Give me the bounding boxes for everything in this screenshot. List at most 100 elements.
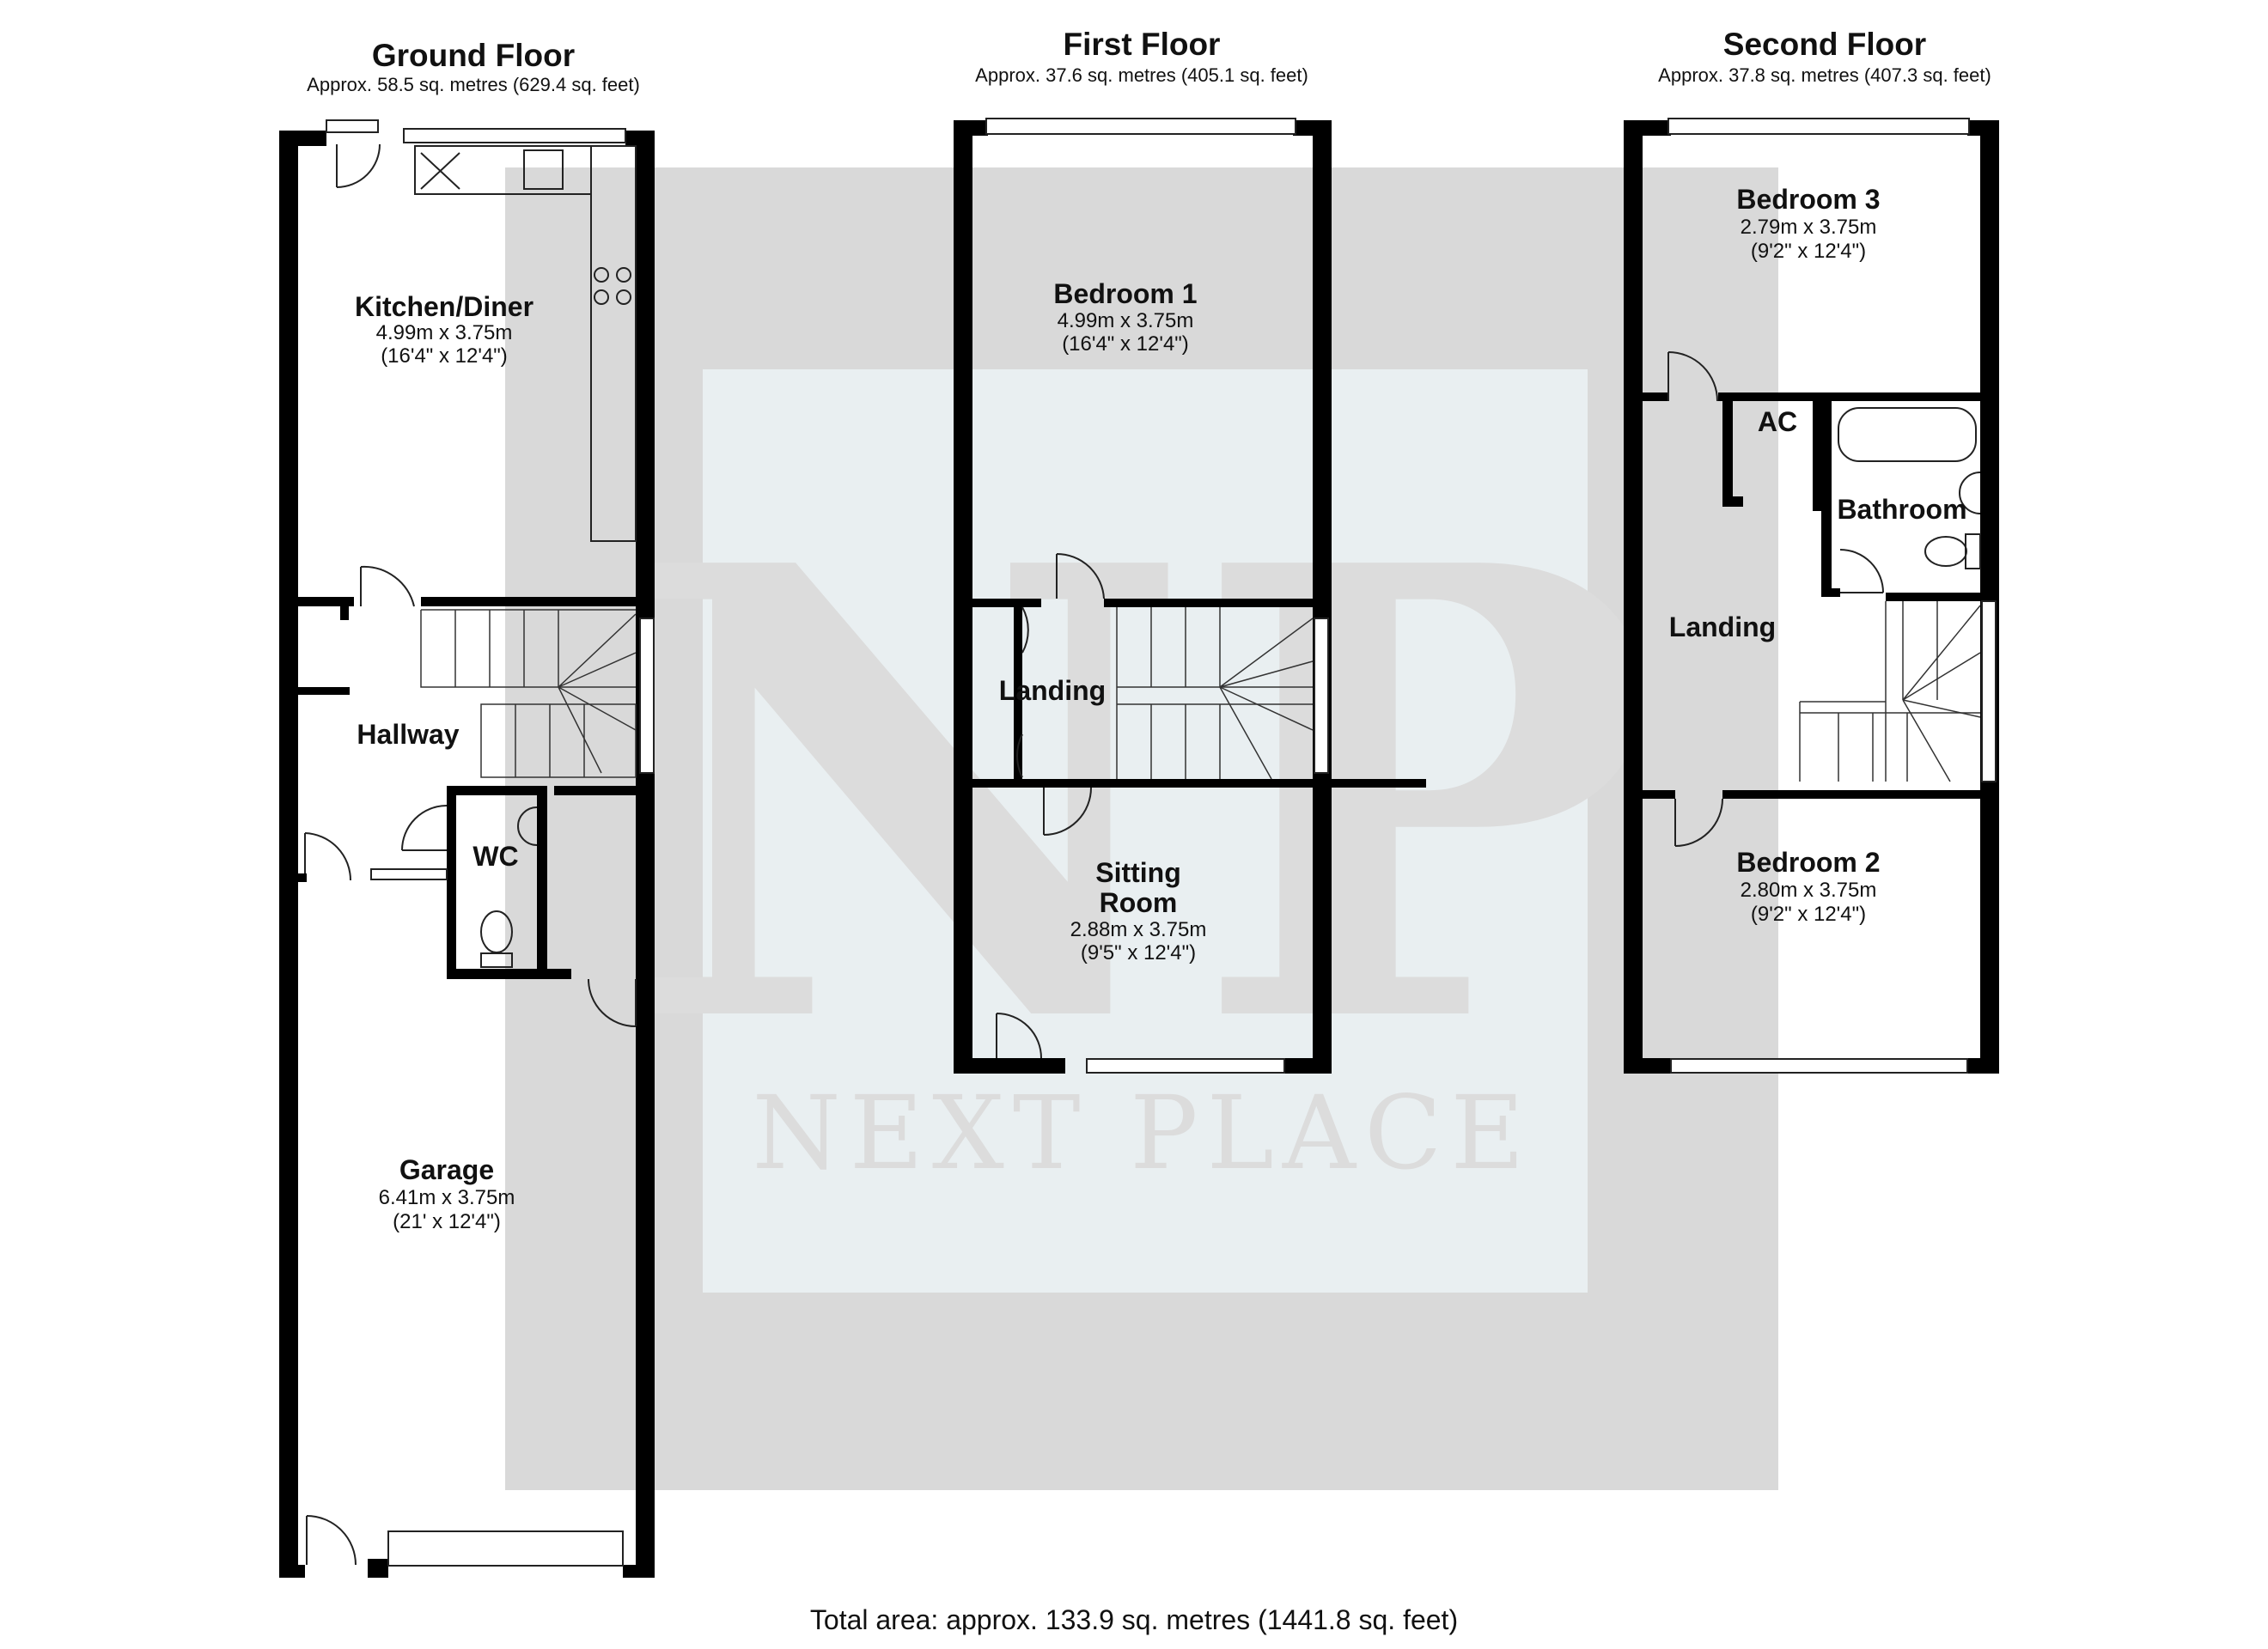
gf-kitchen-hob-4 bbox=[616, 289, 631, 305]
ff-stair-window bbox=[1314, 618, 1329, 774]
watermark-monogram: NP bbox=[627, 433, 1658, 1159]
gf-wall-left bbox=[279, 131, 298, 1578]
watermark-brand: NEXT PLACE bbox=[752, 1074, 1533, 1192]
second-floor: Second Floor Approx. 37.8 sq. metres (40… bbox=[1624, 27, 1999, 1074]
ff-sitting-window bbox=[1086, 1058, 1285, 1074]
room-bedroom2-imperial: (9'2" x 12'4") bbox=[1751, 903, 1866, 926]
room-bathroom-label: Bathroom bbox=[1837, 494, 1966, 525]
room-garage-metric: 6.41m x 3.75m bbox=[379, 1186, 515, 1209]
gf-kitchen-window bbox=[403, 128, 626, 143]
gf-staircase bbox=[420, 609, 637, 778]
gf-kitchen-hob-2 bbox=[616, 267, 631, 283]
ff-sitting-door-swing bbox=[996, 1013, 1042, 1059]
sf-bedroom2-door-swing bbox=[1674, 798, 1723, 847]
ff-wall-right bbox=[1313, 120, 1332, 1074]
sf-bath-cistern bbox=[1965, 533, 1981, 569]
gf-wall-wc-left bbox=[447, 795, 456, 976]
room-bedroom1-metric: 4.99m x 3.75m bbox=[1058, 309, 1194, 332]
gf-back-door-swing bbox=[336, 143, 381, 188]
room-bedroom3-label: Bedroom 3 bbox=[1736, 184, 1880, 215]
gf-wc-cistern bbox=[480, 952, 513, 968]
gf-kitchen-door-swing bbox=[360, 565, 415, 607]
ff-wall-landing-stub bbox=[1014, 607, 1022, 779]
gf-wall-top-left bbox=[279, 131, 326, 146]
second-floor-title: Second Floor bbox=[1723, 27, 1926, 62]
gf-wc-basin bbox=[517, 806, 538, 846]
watermark-panel bbox=[703, 369, 1588, 1293]
room-kitchen-diner-label: Kitchen/Diner bbox=[355, 291, 533, 322]
gf-kitchen-hob-1 bbox=[594, 267, 609, 283]
room-sitting-label: Sitting bbox=[1095, 857, 1181, 888]
gf-wall-kitchen-hall-left bbox=[298, 597, 354, 606]
sf-wall-bed3-landing-right bbox=[1718, 392, 1980, 401]
gf-wc-door-swing bbox=[401, 805, 448, 851]
room-ff-landing-label: Landing bbox=[999, 675, 1106, 706]
sf-stair-window bbox=[1981, 600, 1997, 782]
sf-bedroom3-window bbox=[1667, 118, 1970, 135]
sf-bathroom-door-swing bbox=[1839, 549, 1884, 593]
gf-wall-wc-top-left bbox=[447, 786, 537, 795]
ff-wall-bed1-landing-left bbox=[972, 599, 1041, 607]
gf-kitchen-appliance bbox=[420, 152, 460, 190]
ff-bedroom1-window bbox=[985, 118, 1296, 135]
ff-sitting-room-door-swing bbox=[1043, 787, 1092, 836]
watermark: NP NEXT PLACE bbox=[505, 167, 1778, 1490]
gf-wall-stub bbox=[340, 606, 349, 620]
ff-wall-top-left bbox=[954, 120, 988, 136]
room-ac-label: AC bbox=[1758, 406, 1797, 437]
room-bedroom3-metric: 2.79m x 3.75m bbox=[1741, 216, 1877, 239]
gf-wall-wc-top-right bbox=[554, 786, 636, 795]
ff-wall-top-right bbox=[1293, 120, 1332, 136]
room-bedroom1-label: Bedroom 1 bbox=[1053, 278, 1197, 309]
room-hallway-label: Hallway bbox=[357, 719, 459, 750]
sf-bath-basin bbox=[1959, 472, 1981, 514]
gf-wall-kitchen-hall-right bbox=[421, 597, 636, 606]
room-garage-imperial: (21' x 12'4") bbox=[393, 1210, 501, 1233]
gf-wall-garage-stub bbox=[547, 969, 571, 979]
sf-wall-landing-bed2-left bbox=[1643, 790, 1675, 799]
room-bedroom3-imperial: (9'2" x 12'4") bbox=[1751, 240, 1866, 263]
gf-wall-wc-right bbox=[537, 786, 547, 979]
room-sitting-label-2: Room bbox=[1100, 887, 1178, 918]
room-garage-label: Garage bbox=[399, 1154, 494, 1185]
room-bedroom2-metric: 2.80m x 3.75m bbox=[1741, 879, 1877, 902]
ground-floor: Ground Floor Approx. 58.5 sq. metres (62… bbox=[279, 38, 655, 1578]
gf-kitchen-hob-3 bbox=[594, 289, 609, 305]
gf-wall-wc-bottom bbox=[447, 969, 547, 979]
gf-hall-door-swing bbox=[304, 832, 351, 881]
sf-wall-ac-foot bbox=[1722, 496, 1743, 507]
gf-kitchen-worktop-side bbox=[590, 145, 637, 542]
sf-wall-bottom-left bbox=[1624, 1058, 1671, 1074]
first-floor-title: First Floor bbox=[1064, 27, 1221, 62]
sf-bath-toilet bbox=[1924, 536, 1967, 567]
gf-hall-window bbox=[370, 868, 448, 880]
gf-wall-bottom-right bbox=[623, 1565, 655, 1578]
gf-hall-stub bbox=[298, 687, 350, 695]
sf-wall-left bbox=[1624, 120, 1643, 1074]
gf-garage-door bbox=[387, 1530, 624, 1567]
ff-landing-door-swing bbox=[1016, 606, 1029, 778]
sf-wall-ac-left bbox=[1722, 401, 1733, 504]
ff-staircase bbox=[1116, 607, 1314, 780]
sf-wall-bottom-right bbox=[1967, 1058, 1999, 1074]
gf-wall-bottom-left bbox=[279, 1565, 305, 1578]
room-sitting-imperial: (9'5" x 12'4") bbox=[1081, 941, 1196, 964]
room-bedroom2-label: Bedroom 2 bbox=[1736, 847, 1880, 878]
sf-wall-top-left bbox=[1624, 120, 1671, 136]
sf-wall-bed3-landing-left bbox=[1643, 392, 1668, 401]
room-wc-label: WC bbox=[472, 841, 518, 872]
gf-wall-right bbox=[636, 131, 655, 1578]
sf-staircase bbox=[1799, 601, 1981, 782]
gf-garage-door-swing bbox=[588, 978, 637, 1027]
room-bedroom1-imperial: (16'4" x 12'4") bbox=[1062, 332, 1189, 356]
total-area: Total area: approx. 133.9 sq. metres (14… bbox=[810, 1604, 1458, 1635]
ff-wall-left bbox=[954, 120, 972, 1074]
ff-wall-bed1-landing-right bbox=[1104, 599, 1313, 607]
sf-wall-bath-left bbox=[1821, 401, 1832, 590]
sf-wall-bath-bottom-left bbox=[1821, 588, 1840, 597]
gf-stair-window bbox=[639, 618, 655, 774]
sf-wall-bath-stub bbox=[1813, 501, 1832, 511]
sf-wall-right bbox=[1980, 120, 1999, 1074]
sf-wall-top-right bbox=[1967, 120, 1999, 136]
